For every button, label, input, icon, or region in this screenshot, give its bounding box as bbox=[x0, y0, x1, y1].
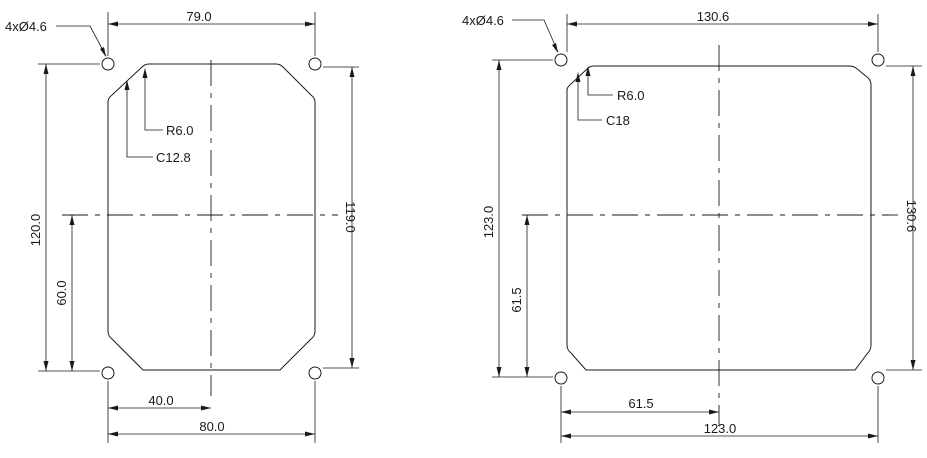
right-height-dimension bbox=[492, 59, 553, 378]
right-height-label: 123.0 bbox=[481, 206, 496, 239]
right-hole-top-left bbox=[554, 53, 568, 67]
left-height-label: 120.0 bbox=[28, 214, 43, 247]
right-half-height-label: 61.5 bbox=[509, 287, 524, 312]
left-top-width-label: 79.0 bbox=[186, 9, 211, 24]
left-bottom-width-dimension bbox=[108, 381, 316, 443]
right-top-width-dimension bbox=[566, 14, 879, 52]
left-right-height-dimension bbox=[323, 66, 359, 369]
left-hole-note: 4xØ4.6 bbox=[5, 19, 47, 34]
right-panel-outline bbox=[566, 65, 872, 371]
left-radius-leader bbox=[142, 68, 163, 131]
left-height-dimension bbox=[38, 63, 100, 372]
right-half-width-label: 61.5 bbox=[628, 396, 653, 411]
right-right-height-dimension bbox=[886, 65, 922, 371]
right-hole-top-right bbox=[871, 53, 885, 67]
right-right-height-label: 130.6 bbox=[904, 200, 919, 233]
right-hole-bottom-left bbox=[554, 371, 568, 385]
left-hole-top-left bbox=[101, 57, 115, 71]
left-panel: 4xØ4.6 79.0 R6.0 C12.8 bbox=[5, 9, 359, 443]
left-hole-bottom-right bbox=[308, 366, 322, 380]
left-hole-bottom-left bbox=[101, 366, 115, 380]
left-hole-top-right bbox=[308, 57, 322, 71]
right-hole-note-leader bbox=[512, 19, 559, 53]
right-half-width-dimension bbox=[560, 386, 719, 443]
left-panel-outline bbox=[107, 63, 316, 371]
right-panel: 4xØ4.6 130.6 R6.0 C18 bbox=[462, 9, 922, 443]
right-bottom-width-dimension bbox=[561, 386, 879, 443]
left-hole-note-leader bbox=[56, 25, 107, 57]
left-half-height-label: 60.0 bbox=[54, 280, 69, 305]
left-half-height-dimension bbox=[69, 215, 75, 371]
right-radius-leader bbox=[585, 66, 613, 96]
left-chamfer-note: C12.8 bbox=[156, 150, 191, 165]
left-bottom-width-label: 80.0 bbox=[199, 419, 224, 434]
left-right-height-label: 119.0 bbox=[343, 201, 358, 233]
right-chamfer-leader bbox=[575, 72, 602, 121]
left-half-width-dimension bbox=[107, 381, 211, 443]
right-radius-note: R6.0 bbox=[617, 88, 644, 103]
right-bottom-width-label: 123.0 bbox=[704, 421, 737, 436]
left-half-width-label: 40.0 bbox=[148, 393, 173, 408]
right-hole-note: 4xØ4.6 bbox=[462, 13, 504, 28]
right-half-height-dimension bbox=[524, 215, 530, 377]
left-radius-note: R6.0 bbox=[166, 123, 193, 138]
left-top-width-dimension bbox=[107, 12, 316, 56]
right-chamfer-note: C18 bbox=[606, 113, 630, 128]
left-chamfer-leader bbox=[124, 80, 153, 158]
right-hole-bottom-right bbox=[871, 371, 885, 385]
right-top-width-label: 130.6 bbox=[697, 9, 730, 24]
